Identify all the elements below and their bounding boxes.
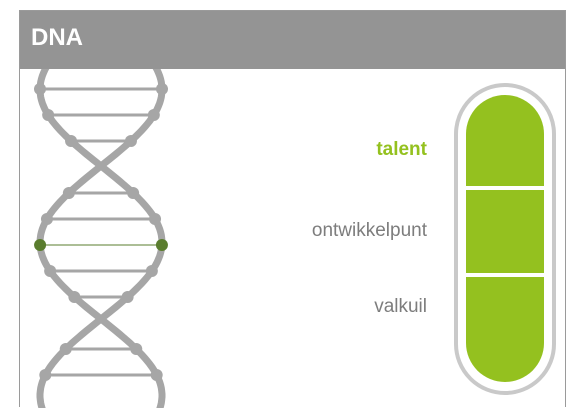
helix-node — [34, 83, 47, 95]
helix-strand-right — [36, 69, 166, 408]
capsule-outline — [454, 83, 556, 395]
capsule-segment-talent — [466, 95, 544, 186]
helix-node-highlight — [155, 239, 168, 251]
level-label-valkuil: valkuil — [374, 296, 427, 317]
dna-helix-illustration — [34, 69, 168, 408]
card-header: DNA — [20, 11, 565, 69]
helix-node — [68, 291, 81, 303]
helix-node — [124, 135, 137, 147]
helix-node — [150, 369, 163, 381]
helix-node-highlight — [34, 239, 47, 251]
helix-node — [62, 187, 75, 199]
card-title: DNA — [31, 24, 83, 51]
helix-node — [40, 213, 53, 225]
helix-node — [39, 369, 52, 381]
level-label-ontwikkelpunt: ontwikkelpunt — [311, 220, 427, 241]
helix-node — [42, 109, 55, 121]
capsule-segment-ontwikkelpunt — [466, 190, 544, 273]
helix-node — [59, 343, 72, 355]
level-label-talent: talent — [376, 139, 427, 160]
helix-node — [44, 265, 57, 277]
helix-node — [121, 291, 134, 303]
helix-node — [127, 187, 140, 199]
capsule-segment-valkuil — [466, 277, 544, 382]
helix-node — [147, 109, 160, 121]
helix-node — [65, 135, 78, 147]
helix-node — [130, 343, 143, 355]
helix-node — [155, 83, 168, 95]
helix-node — [145, 265, 158, 277]
dna-card: DNA talent ontwikkelpunt valkuil — [19, 10, 566, 408]
helix-strand-left — [36, 69, 166, 408]
helix-node — [149, 213, 162, 225]
